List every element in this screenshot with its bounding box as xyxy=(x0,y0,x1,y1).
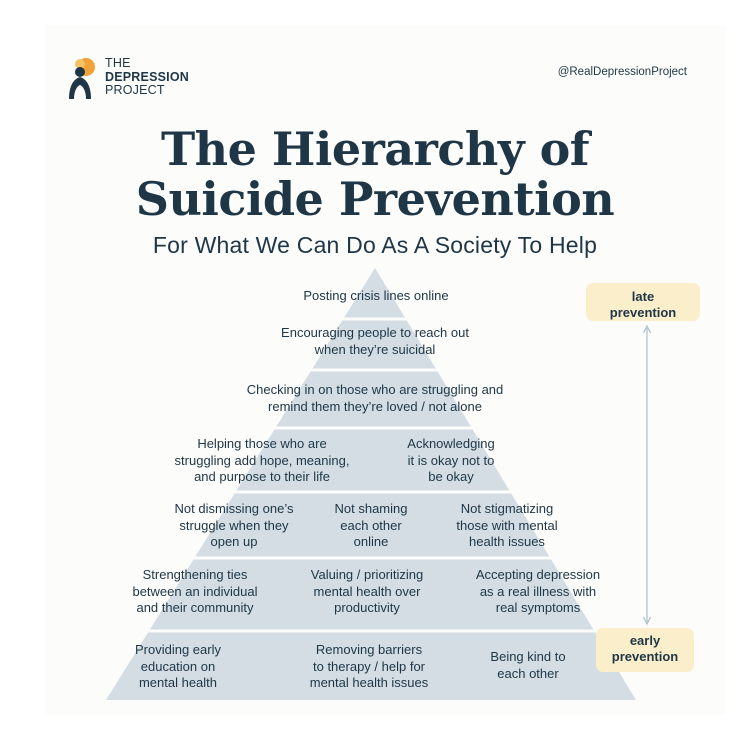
pyramid-item-line: and purpose to their life xyxy=(194,469,330,484)
pyramid-item-line: productivity xyxy=(334,600,400,615)
pyramid-item-line: Not stigmatizing xyxy=(460,501,554,516)
pyramid-item-line: be okay xyxy=(428,469,474,484)
social-handle: @RealDepressionProject xyxy=(557,66,687,78)
pyramid-item: Removing barriers to therapy / help for … xyxy=(310,642,429,692)
pyramid-item-line: each other xyxy=(340,517,402,533)
pyramid-item-line: Posting crisis lines online xyxy=(303,288,449,303)
brand-name: THE DEPRESSION PROJECT xyxy=(105,56,189,98)
pyramid-item-line: as a real illness with xyxy=(479,583,597,599)
pyramid-item-line: those with mental xyxy=(456,517,558,533)
pyramid-item-line: health issues xyxy=(469,534,545,549)
pyramid-item: Acknowledging it is okay not to be okay xyxy=(407,436,494,486)
double-arrow-icon xyxy=(643,324,651,626)
page-title-line1: The Hierarchy of xyxy=(160,122,590,176)
pyramid-item: Checking in on those who are struggling … xyxy=(247,382,504,415)
pyramid-item: Posting crisis lines online xyxy=(303,288,448,305)
badge-line: prevention xyxy=(611,649,679,664)
pyramid-item-line: mental health issues xyxy=(309,675,429,690)
pyramid-item-line: open up xyxy=(210,534,258,549)
pyramid-item-line: Being kind to xyxy=(490,649,566,664)
pyramid-item: Accepting depression as a real illness w… xyxy=(476,567,600,617)
brand-name-line2: DEPRESSION xyxy=(105,69,189,84)
early-prevention-badge: early prevention xyxy=(596,628,694,672)
pyramid-item: Valuing / prioritizing mental health ove… xyxy=(311,567,423,617)
brand-name-line1: THE xyxy=(105,56,131,70)
pyramid-item-line: remind them they’re loved / not alone xyxy=(268,398,482,414)
pyramid-item: Encouraging people to reach out when the… xyxy=(281,325,469,358)
pyramid-shape xyxy=(106,268,636,700)
pyramid-item-line: to therapy / help for xyxy=(312,658,426,674)
pyramid-item-line: education on xyxy=(140,658,216,674)
badge-line: late xyxy=(631,289,655,304)
pyramid-item-line: it is okay not to xyxy=(407,452,495,468)
pyramid-item: Strengthening ties between an individual… xyxy=(132,567,257,617)
brand-name-line3: PROJECT xyxy=(105,83,165,97)
pyramid-item-line: Accepting depression xyxy=(475,567,601,582)
pyramid-item-line: when they’re suicidal xyxy=(314,341,436,357)
page-subtitle: For What We Can Do As A Society To Help xyxy=(152,232,598,258)
pyramid-item: Not stigmatizing those with mental healt… xyxy=(456,501,557,551)
pyramid-item-line: struggle when they xyxy=(179,517,289,533)
pyramid-item-line: real symptoms xyxy=(495,600,581,615)
pyramid-item-line: Acknowledging xyxy=(407,436,495,451)
pyramid-item-line: Providing early xyxy=(135,642,221,657)
page-title-line2: Suicide Prevention xyxy=(135,172,615,226)
pyramid-item-line: Helping those who are xyxy=(197,436,327,451)
pyramid-item-line: Checking in on those who are struggling … xyxy=(246,382,504,397)
badge-line: prevention xyxy=(609,305,677,320)
brand-logo: THE DEPRESSION PROJECT xyxy=(63,55,203,101)
pyramid-item: Not dismissing one’s struggle when they … xyxy=(175,501,294,551)
pyramid-item-line: online xyxy=(353,534,389,549)
pyramid-item-line: mental health over xyxy=(313,583,421,599)
badge-line: early xyxy=(629,633,661,648)
pyramid-item: Not shaming each other online xyxy=(335,501,408,551)
pyramid-item: Providing early education on mental heal… xyxy=(135,642,221,692)
pyramid-item-line: struggling add hope, meaning, xyxy=(174,452,350,468)
late-prevention-badge: late prevention xyxy=(586,283,700,321)
brand-logo-icon xyxy=(69,58,95,99)
pyramid-item-line: Strengthening ties xyxy=(142,567,248,582)
pyramid-item-line: Removing barriers xyxy=(315,642,423,657)
pyramid-item-line: between an individual xyxy=(132,583,258,599)
pyramid-item-line: mental health xyxy=(138,675,218,690)
pyramid-item-line: Not shaming xyxy=(334,501,408,516)
pyramid-tier-dividers xyxy=(100,317,650,633)
pyramid-item-line: Not dismissing one’s xyxy=(174,501,294,516)
pyramid-item-line: each other xyxy=(497,665,559,681)
pyramid-item-line: Encouraging people to reach out xyxy=(281,325,469,340)
pyramid-item-line: Valuing / prioritizing xyxy=(310,567,424,582)
pyramid-item: Helping those who are struggling add hop… xyxy=(175,436,350,486)
pyramid-item: Being kind to each other xyxy=(490,649,565,682)
pyramid-item-line: and their community xyxy=(136,600,254,615)
